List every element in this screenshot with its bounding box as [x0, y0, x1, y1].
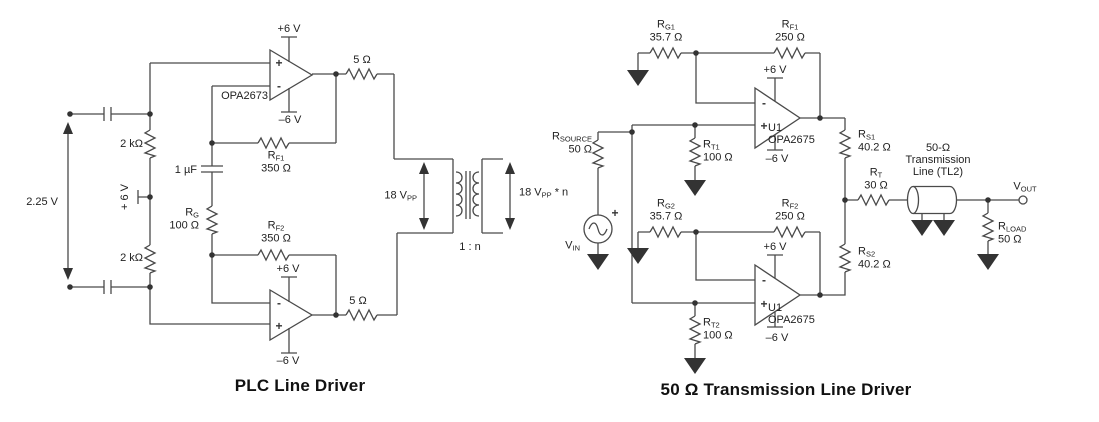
- resistor-rg: [206, 205, 218, 235]
- resistor-2k-bottom: [144, 244, 156, 274]
- label-rs2: RS2 40.2 Ω: [858, 245, 891, 271]
- resistor-rt2: [689, 315, 701, 345]
- opamp-triangle-top: [269, 48, 314, 102]
- resistor-2k-top: [144, 129, 156, 159]
- opamp-triangle-top: [754, 86, 802, 150]
- label-vminus-bottom: –6 V: [276, 355, 300, 367]
- label-vpp-primary: 18 VPP: [384, 189, 417, 203]
- label-rt: RT 30 Ω: [864, 166, 888, 192]
- label-transmission-line: 50-Ω Transmission Line (TL2): [905, 142, 971, 178]
- resistor-rt: [857, 194, 890, 206]
- label-rsource: RSOURCE 50 Ω: [551, 130, 592, 156]
- label-u1-bottom: U1 OPA2675: [768, 302, 815, 326]
- transmission-line-icon: [913, 185, 958, 215]
- label-vplus-top: +6 V: [277, 23, 301, 35]
- opamp-plus-input: +: [760, 297, 768, 311]
- right-circuit-title: 50 Ω Transmission Line Driver: [660, 380, 912, 399]
- opamp-minus-input: -: [762, 96, 766, 110]
- label-rail-tap-6v: + 6 V: [119, 184, 131, 210]
- resistor-rf2: [257, 249, 290, 261]
- label-vplus-top: +6 V: [763, 64, 787, 76]
- resistor-rg1: [649, 47, 682, 59]
- label-5ohm-bottom: 5 Ω: [349, 295, 367, 307]
- capacitor-icon: [103, 107, 223, 294]
- resistor-rs1: [839, 129, 851, 159]
- opamp-triangle-bottom: [754, 263, 802, 327]
- left-circuit-title: PLC Line Driver: [234, 376, 366, 395]
- source-plus-sign: +: [611, 206, 619, 220]
- resistor-5ohm-top: [345, 68, 378, 80]
- opamp-minus-input: -: [762, 273, 766, 287]
- label-turns-ratio: 1 : n: [459, 241, 481, 253]
- opamp-minus-input: -: [277, 296, 281, 310]
- resistor-rf1: [257, 137, 290, 149]
- resistor-rload: [982, 212, 994, 242]
- label-vminus-top: –6 V: [765, 153, 789, 165]
- label-rt1: RT1 100 Ω: [703, 138, 733, 164]
- label-5ohm-top: 5 Ω: [353, 54, 371, 66]
- transmission-line-driver-circuit: [583, 47, 1028, 374]
- label-rg1: RG1 35.7 Ω: [649, 18, 683, 44]
- opamp-minus-input: -: [277, 79, 281, 93]
- measure-arrow-lines: [67, 131, 511, 271]
- plc-line-driver-circuit: [63, 36, 515, 354]
- label-cap-1uf: 1 µF: [174, 164, 197, 176]
- label-rt2: RT2 100 Ω: [703, 316, 733, 342]
- label-rf2: RF2 350 Ω: [261, 219, 291, 245]
- label-opamp-part: OPA2673: [221, 90, 268, 102]
- label-rs1: RS1 40.2 Ω: [858, 128, 891, 154]
- label-vminus-bottom: –6 V: [765, 332, 789, 344]
- label-rg2: RG2 35.7 Ω: [649, 197, 683, 223]
- transmission-line-end-icon: [906, 185, 920, 215]
- resistor-5ohm-bottom: [345, 309, 378, 321]
- resistor-rsource: [592, 139, 604, 169]
- resistor-rf1: [773, 47, 806, 59]
- opamp-plus-input: +: [760, 119, 768, 133]
- label-r-2k-bottom: 2 kΩ: [120, 252, 143, 264]
- wire: [70, 62, 503, 325]
- label-vminus-top: –6 V: [278, 114, 302, 126]
- label-vout: VOUT: [1013, 180, 1037, 194]
- label-vin: VIN: [565, 239, 580, 253]
- label-r-2k-top: 2 kΩ: [120, 138, 143, 150]
- label-vpp-secondary: 18 VPP * n: [519, 186, 569, 200]
- resistor-rf2: [773, 226, 806, 238]
- resistor-rt1: [689, 137, 701, 167]
- label-rload: RLOAD 50 Ω: [998, 220, 1027, 246]
- vout-terminal-icon: [1018, 195, 1028, 205]
- opamp-plus-input: +: [275, 56, 283, 70]
- resistor-rg2: [649, 226, 682, 238]
- opamp-triangle-bottom: [269, 288, 314, 342]
- arrowheads: [63, 122, 515, 280]
- transformer-icon: [452, 159, 483, 233]
- junction-dots: [67, 71, 339, 318]
- label-rf2: RF2 250 Ω: [775, 197, 805, 223]
- label-input-span: 2.25 V: [26, 196, 58, 208]
- label-rf1: RF1 350 Ω: [261, 149, 291, 175]
- label-vplus-bottom: +6 V: [763, 241, 787, 253]
- label-u1-top: U1 OPA2675: [768, 122, 815, 146]
- label-rf1: RF1 250 Ω: [775, 18, 805, 44]
- label-vplus-bottom: +6 V: [276, 263, 300, 275]
- resistor-rs2: [839, 243, 851, 273]
- opamp-plus-input: +: [275, 319, 283, 333]
- junction-dots: [629, 50, 991, 306]
- supply-taps: [281, 36, 297, 354]
- label-rg: RG 100 Ω: [169, 206, 199, 232]
- sine-wave-icon: [588, 222, 608, 236]
